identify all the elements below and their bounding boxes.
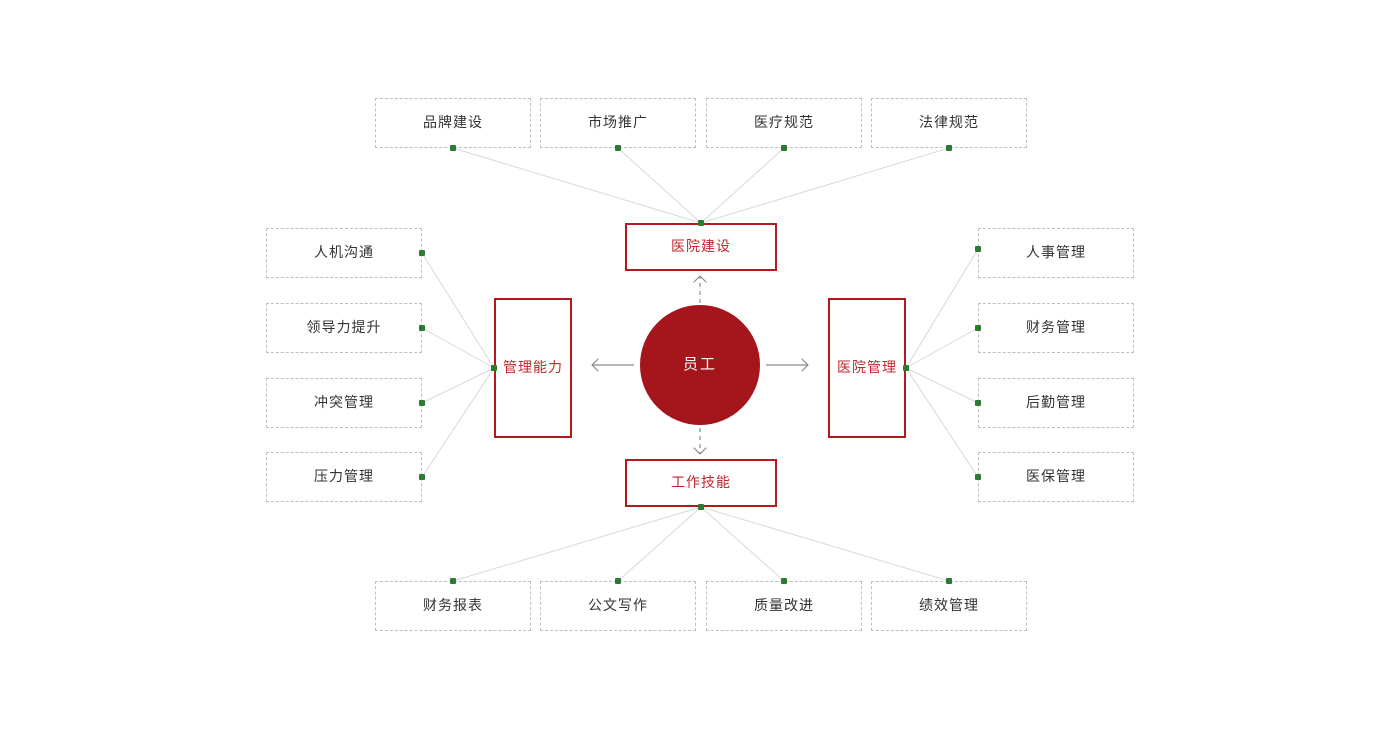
leaf-node-label: 冲突管理 — [314, 394, 374, 411]
connector-line-management-capability-1 — [421, 327, 495, 369]
connector-line-hospital-construction-2 — [700, 147, 785, 224]
branch-node-label: 工作技能 — [671, 474, 731, 491]
leaf-node-hospital-management-1[interactable]: 财务管理 — [978, 303, 1134, 353]
leaf-node-label: 人事管理 — [1026, 244, 1086, 261]
leaf-node-label: 人机沟通 — [314, 244, 374, 261]
leaf-node-work-skills-3[interactable]: 绩效管理 — [871, 581, 1027, 631]
leaf-node-label: 质量改进 — [754, 597, 814, 614]
connector-line-hospital-management-2 — [905, 367, 979, 404]
leaf-node-label: 医保管理 — [1026, 468, 1086, 485]
arrow-head-hospital-management — [801, 358, 809, 372]
branch-node-label: 管理能力 — [503, 359, 563, 376]
connector-line-hospital-management-1 — [905, 327, 979, 369]
leaf-node-label: 后勤管理 — [1026, 394, 1086, 411]
leaf-node-hospital-management-3[interactable]: 医保管理 — [978, 452, 1134, 502]
connector-line-management-capability-3 — [421, 367, 495, 478]
branch-node-label: 医院管理 — [837, 359, 897, 376]
center-node-label: 员工 — [682, 355, 717, 374]
connector-line-work-skills-0 — [452, 506, 702, 582]
leaf-node-label: 压力管理 — [314, 468, 374, 485]
connector-line-work-skills-3 — [700, 506, 950, 582]
leaf-node-label: 法律规范 — [919, 114, 979, 131]
leaf-node-label: 市场推广 — [588, 114, 648, 131]
connector-line-work-skills-2 — [700, 506, 785, 582]
leaf-node-management-capability-2[interactable]: 冲突管理 — [266, 378, 422, 428]
leaf-node-work-skills-0[interactable]: 财务报表 — [375, 581, 531, 631]
leaf-node-label: 领导力提升 — [306, 319, 382, 336]
branch-node-management-capability[interactable]: 管理能力 — [494, 298, 572, 438]
leaf-node-hospital-construction-0[interactable]: 品牌建设 — [375, 98, 531, 148]
center-node-employee[interactable]: 员工 — [640, 305, 760, 425]
connector-line-work-skills-1 — [617, 506, 702, 582]
arrow-head-hospital-construction — [693, 275, 707, 283]
leaf-node-management-capability-0[interactable]: 人机沟通 — [266, 228, 422, 278]
leaf-node-hospital-construction-2[interactable]: 医疗规范 — [706, 98, 862, 148]
leaf-node-hospital-construction-1[interactable]: 市场推广 — [540, 98, 696, 148]
leaf-node-hospital-management-2[interactable]: 后勤管理 — [978, 378, 1134, 428]
leaf-node-management-capability-3[interactable]: 压力管理 — [266, 452, 422, 502]
connector-line-hospital-construction-0 — [452, 147, 702, 224]
branch-node-work-skills[interactable]: 工作技能 — [625, 459, 777, 507]
connector-line-hospital-construction-1 — [617, 147, 702, 224]
branch-node-hospital-construction[interactable]: 医院建设 — [625, 223, 777, 271]
leaf-node-label: 品牌建设 — [423, 114, 483, 131]
branch-node-hospital-management[interactable]: 医院管理 — [828, 298, 906, 438]
leaf-node-label: 财务报表 — [423, 597, 483, 614]
leaf-node-label: 医疗规范 — [754, 114, 814, 131]
leaf-node-hospital-management-0[interactable]: 人事管理 — [978, 228, 1134, 278]
connector-line-hospital-management-0 — [905, 248, 979, 369]
leaf-node-work-skills-1[interactable]: 公文写作 — [540, 581, 696, 631]
leaf-node-label: 公文写作 — [588, 597, 648, 614]
connector-line-management-capability-2 — [421, 367, 495, 404]
leaf-node-management-capability-1[interactable]: 领导力提升 — [266, 303, 422, 353]
leaf-node-label: 财务管理 — [1026, 319, 1086, 336]
leaf-node-work-skills-2[interactable]: 质量改进 — [706, 581, 862, 631]
leaf-node-hospital-construction-3[interactable]: 法律规范 — [871, 98, 1027, 148]
arrow-head-management-capability — [591, 358, 599, 372]
branch-node-label: 医院建设 — [671, 238, 731, 255]
connector-line-management-capability-0 — [421, 252, 495, 369]
connector-line-hospital-management-3 — [905, 367, 979, 478]
connector-line-hospital-construction-3 — [700, 147, 950, 224]
leaf-node-label: 绩效管理 — [919, 597, 979, 614]
arrow-head-work-skills — [693, 447, 707, 455]
